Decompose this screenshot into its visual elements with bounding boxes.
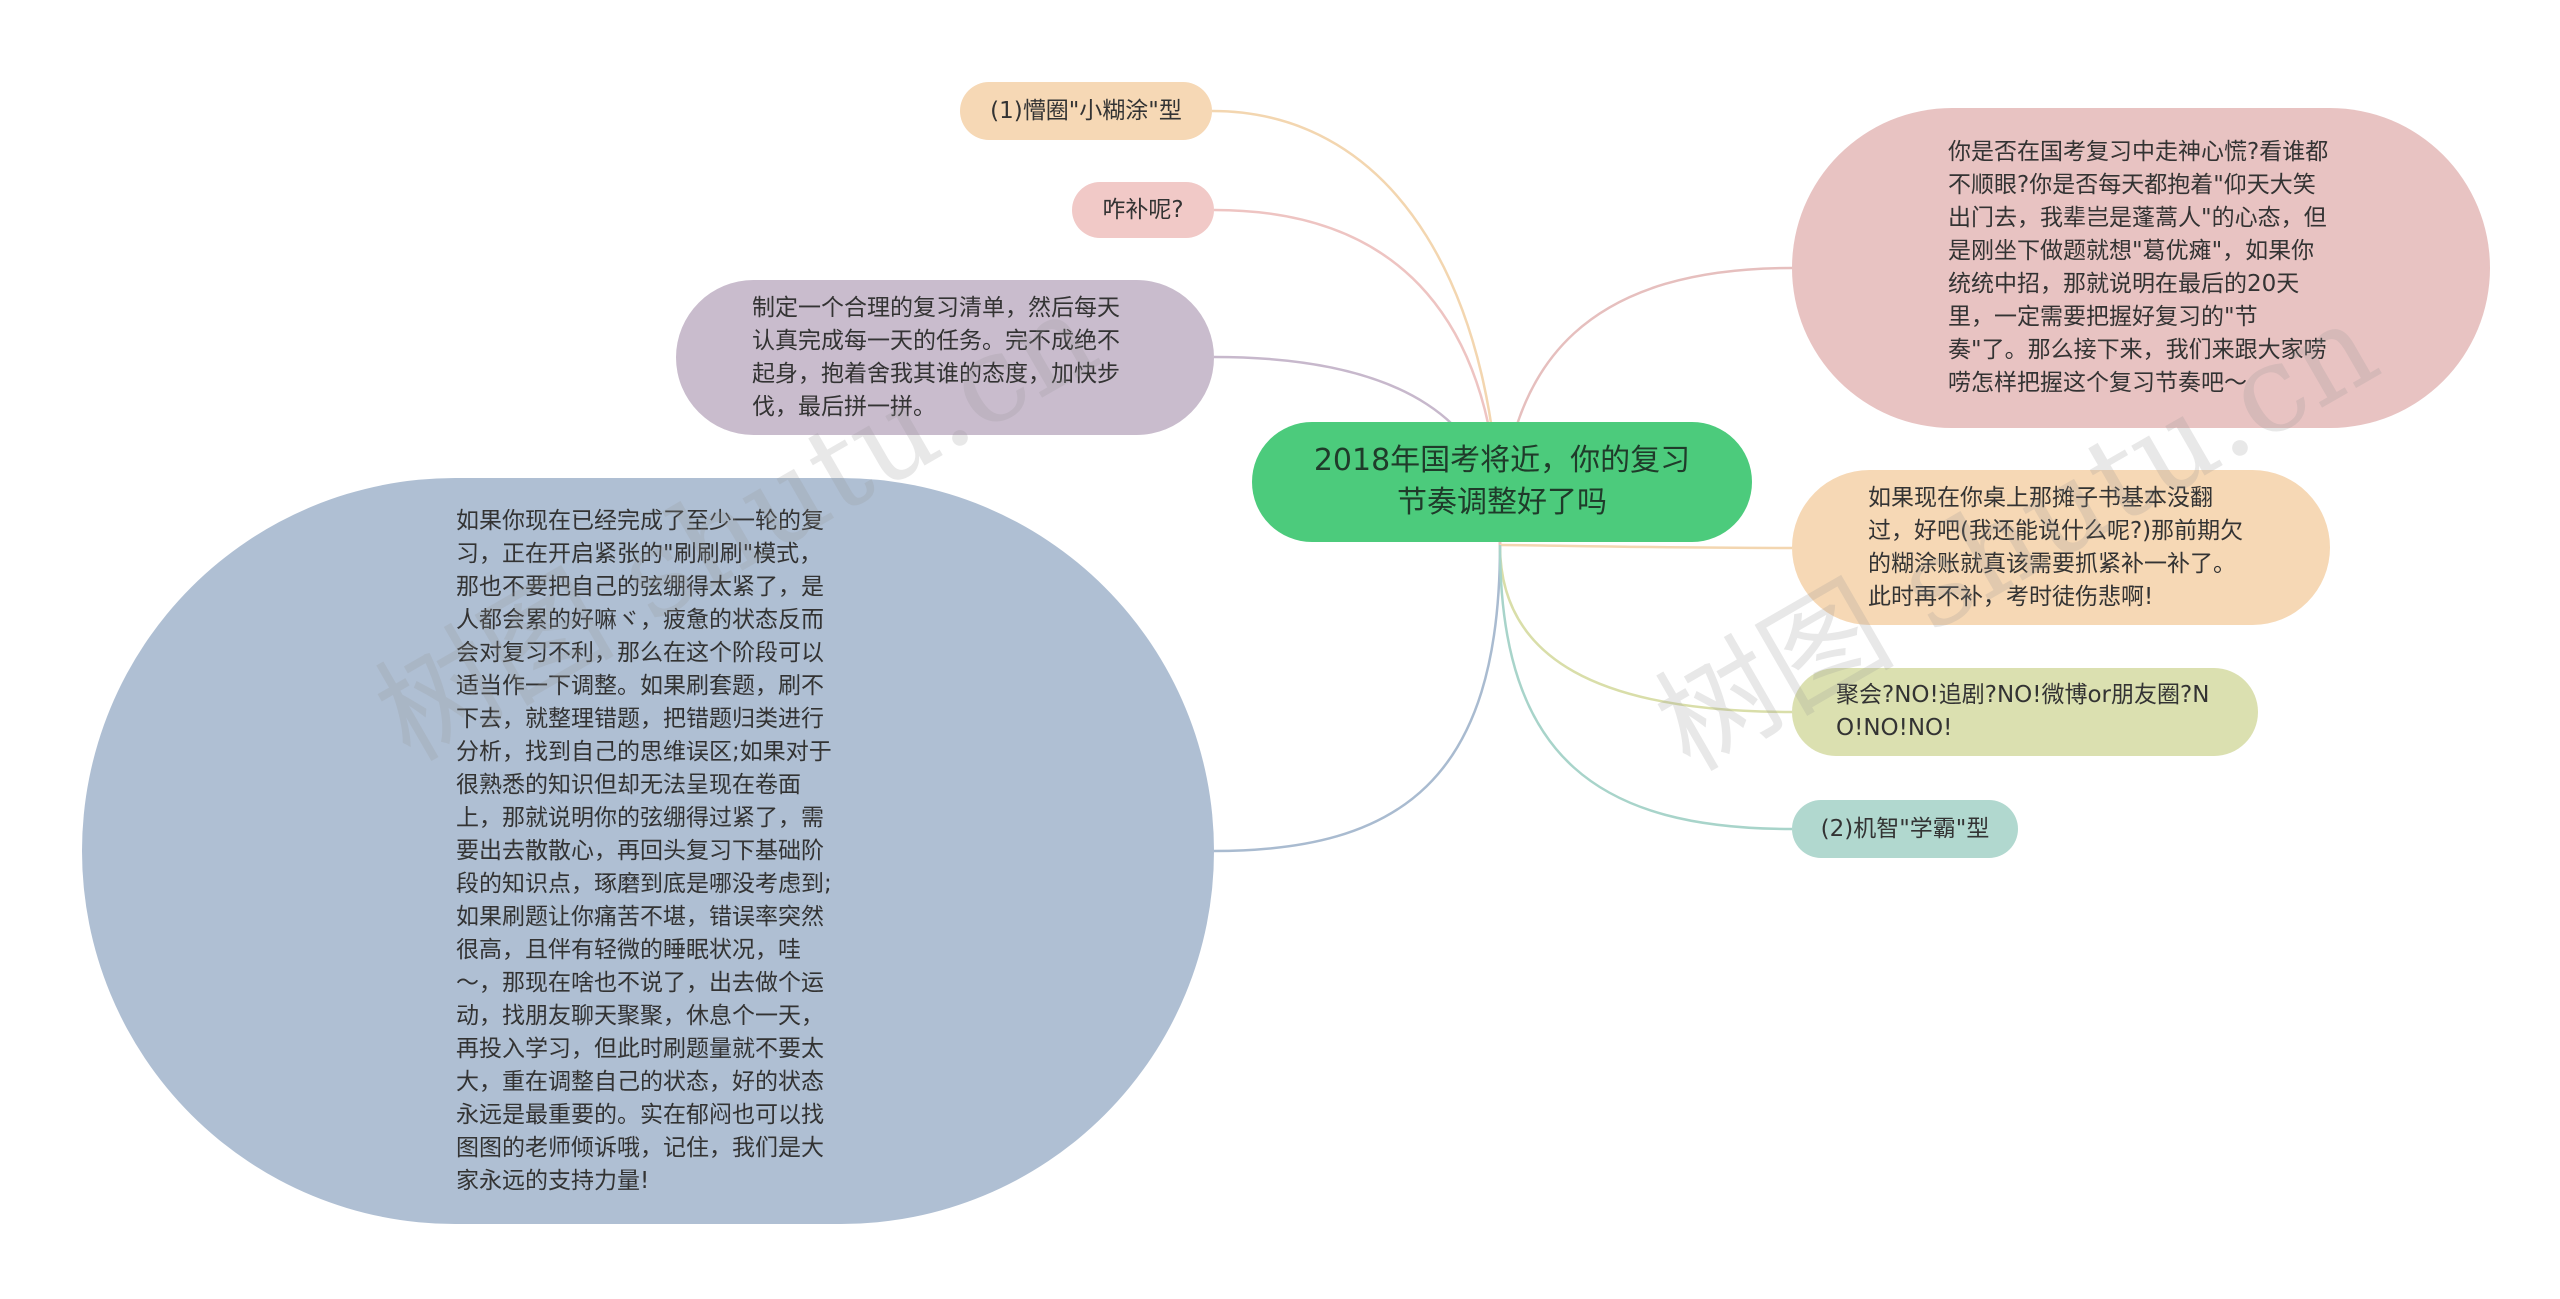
node-xueba-type[interactable]: (2)机智"学霸"型 [1792,800,2018,858]
node-label: 如果现在你桌上那摊子书基本没翻过，好吧(我还能说什么呢?)那前期欠的糊涂账就真该… [1868,484,2244,610]
central-topic-label: 2018年国考将近，你的复习节奏调整好了吗 [1313,443,1691,520]
node-label: 制定一个合理的复习清单，然后每天认真完成每一天的任务。完不成绝不起身，抱着舍我其… [752,294,1120,420]
node-plan[interactable]: 制定一个合理的复习清单，然后每天认真完成每一天的任务。完不成绝不起身，抱着舍我其… [676,280,1214,435]
node-label: 如果你现在已经完成了至少一轮的复习，正在开启紧张的"刷刷刷"模式，那也不要把自己… [456,507,832,1194]
node-bu[interactable]: 咋补呢? [1072,182,1214,238]
link-xueba [1498,544,1793,831]
node-intro[interactable]: 你是否在国考复习中走神心慌?看谁都不顺眼?你是否每天都抱着"仰天大笑出门去，我辈… [1792,108,2490,428]
link-big [1213,544,1502,853]
central-topic[interactable]: 2018年国考将近，你的复习节奏调整好了吗 [1252,422,1752,542]
node-label: 你是否在国考复习中走神心慌?看谁都不顺眼?你是否每天都抱着"仰天大笑出门去，我辈… [1948,139,2329,396]
node-label: 聚会?NO!追剧?NO!微博or朋友圈?NO!NO!NO! [1836,682,2210,741]
node-adjust-state[interactable]: 如果你现在已经完成了至少一轮的复习，正在开启紧张的"刷刷刷"模式，那也不要把自己… [82,478,1214,1224]
node-no-party[interactable]: 聚会?NO!追剧?NO!微博or朋友圈?NO!NO!NO! [1792,668,2258,756]
node-label: 咋补呢? [1102,196,1184,223]
node-label: (1)懵圈"小糊涂"型 [990,97,1182,124]
node-label: (2)机智"学霸"型 [1820,815,1990,842]
link-right2 [1499,543,1793,550]
node-hutu-type[interactable]: (1)懵圈"小糊涂"型 [960,82,1212,140]
node-books[interactable]: 如果现在你桌上那摊子书基本没翻过，好吧(我还能说什么呢?)那前期欠的糊涂账就真该… [1792,470,2330,625]
link-right3 [1498,544,1793,714]
